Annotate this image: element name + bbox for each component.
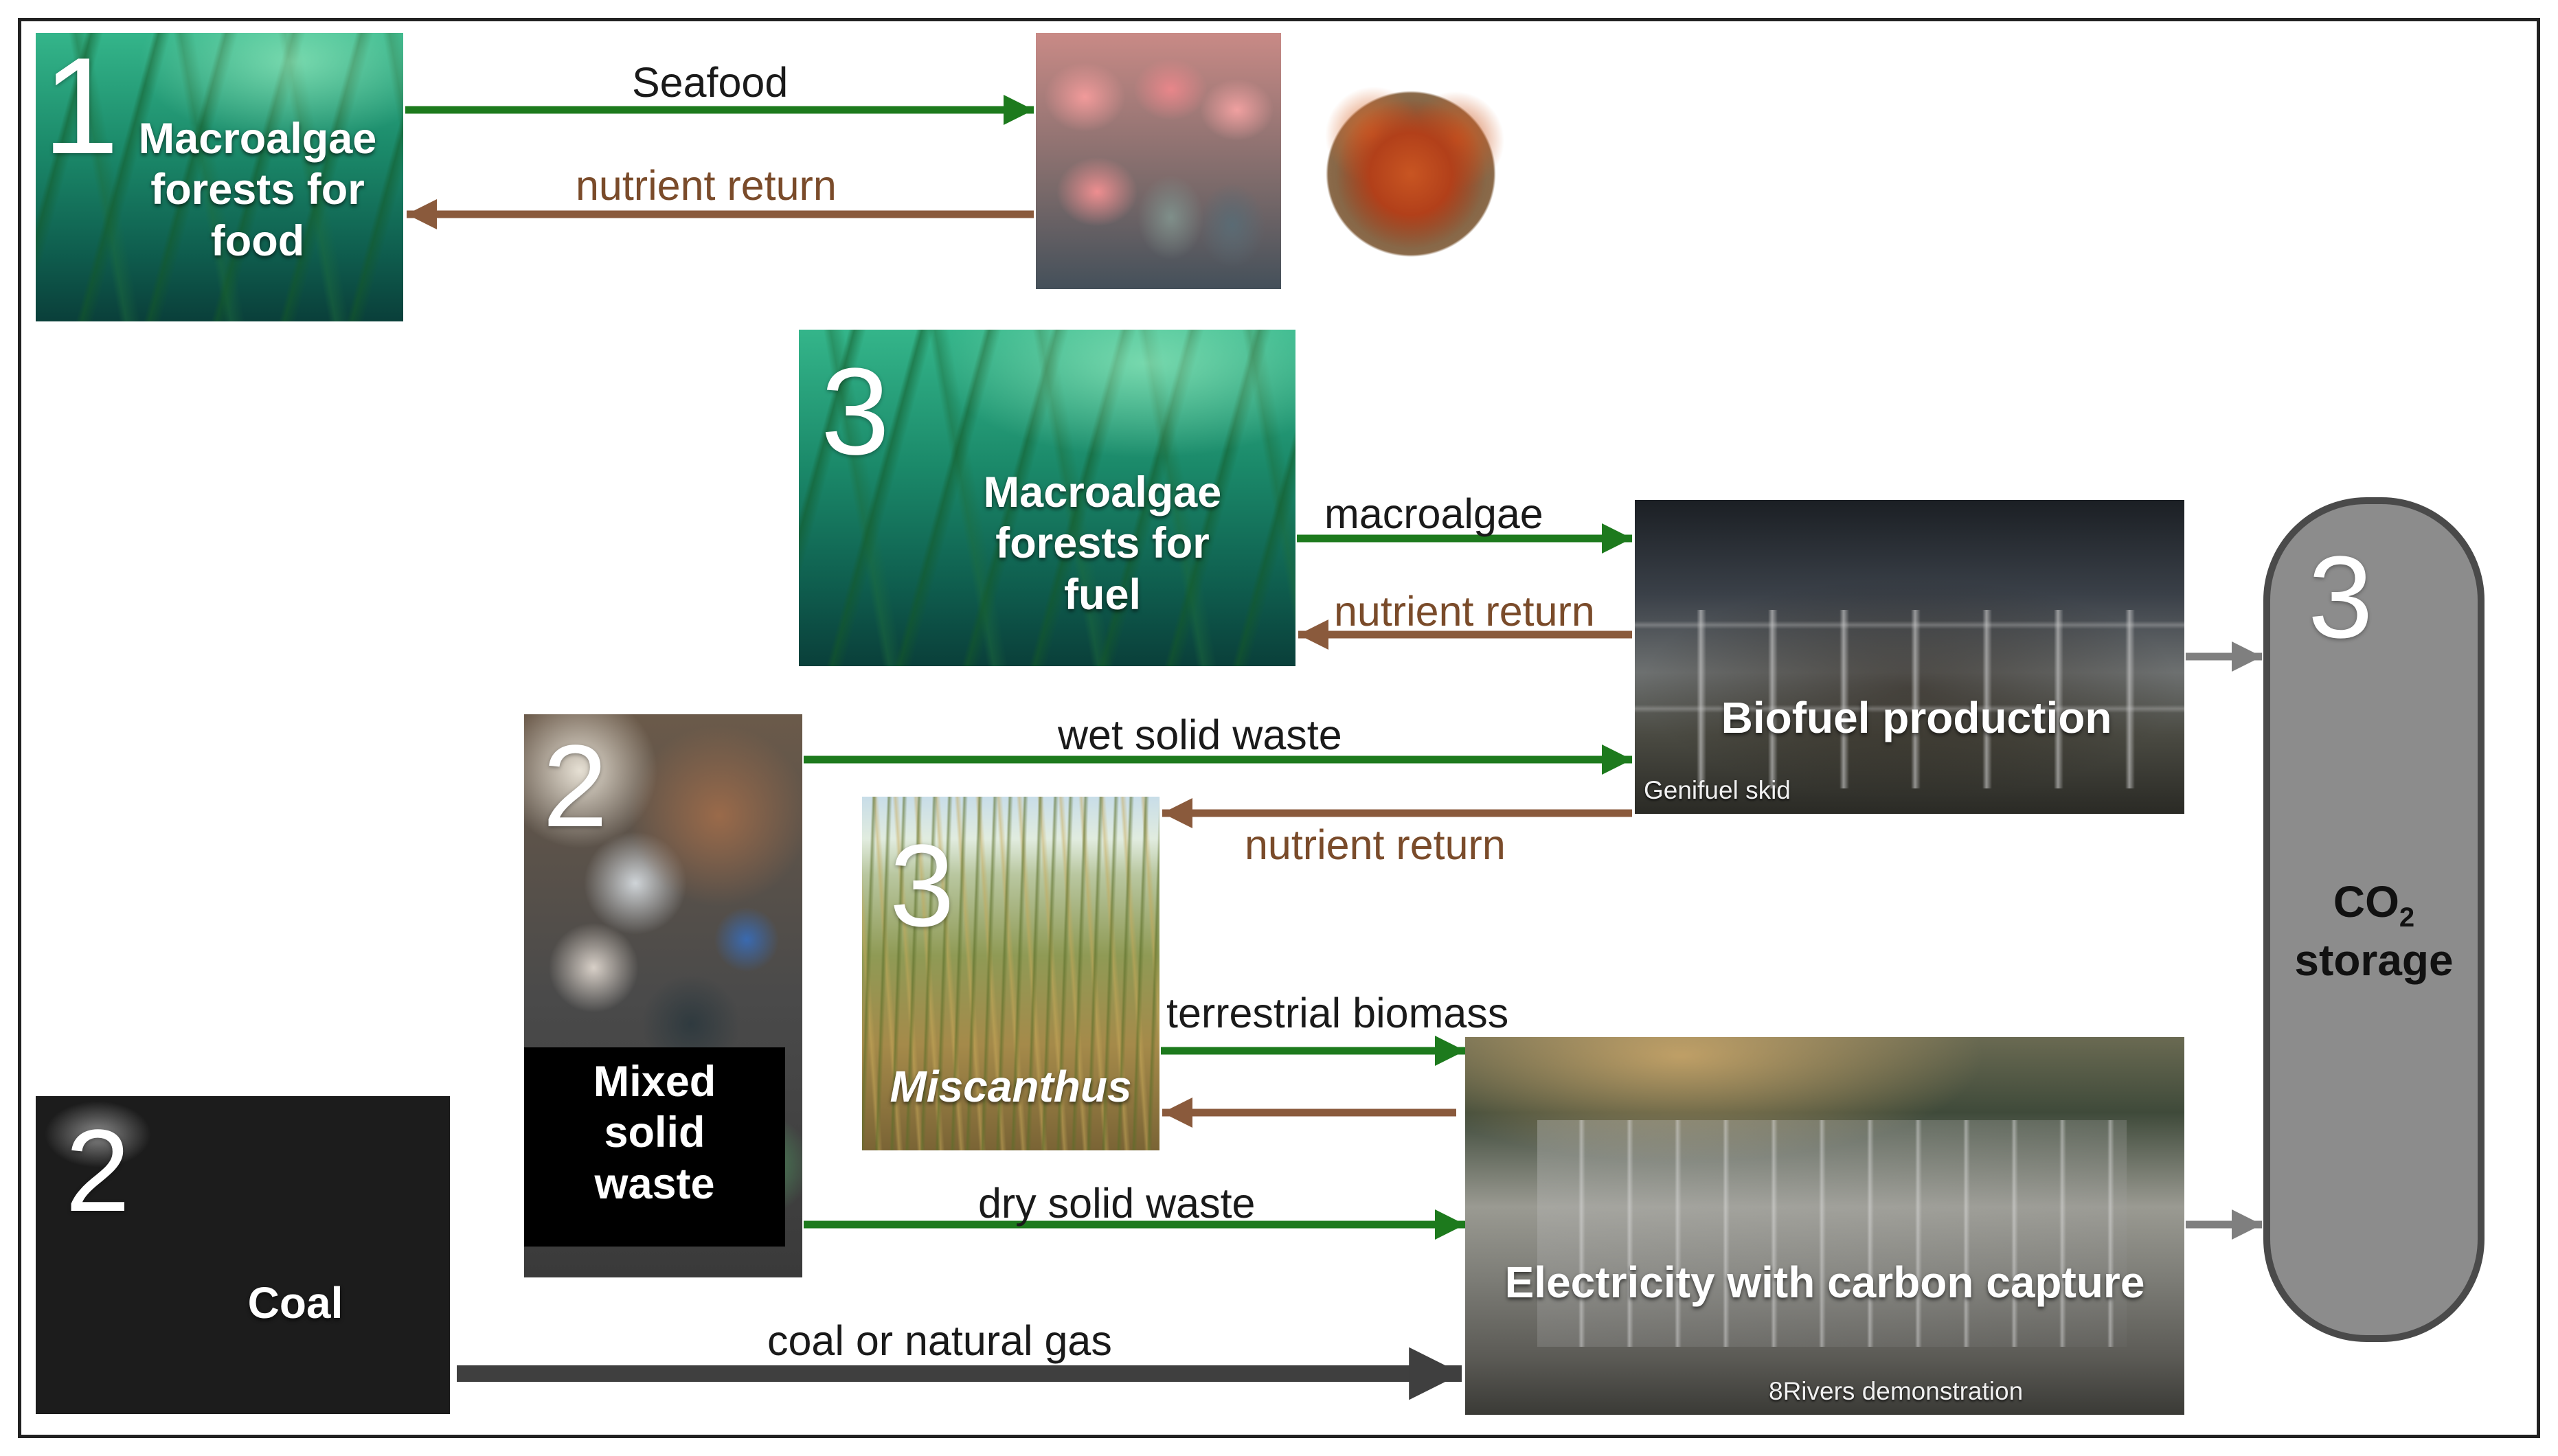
biofuel-photo-caption: Genifuel skid bbox=[1644, 776, 1791, 804]
coal-or-natural-gas-label: coal or natural gas bbox=[767, 1317, 1112, 1364]
electricity-node-label: Electricity with carbon capture bbox=[1504, 1258, 2145, 1307]
co2-label-line-1: CO2 bbox=[2263, 876, 2485, 934]
co2-label-subscript: 2 bbox=[2399, 902, 2415, 933]
miscanthus-photo bbox=[862, 797, 1159, 1150]
food-node-label: Macroalgae forests for food bbox=[117, 113, 398, 266]
electricity-photo-caption: 8Rivers demonstration bbox=[1769, 1377, 2024, 1405]
wet-solid-waste-label: wet solid waste bbox=[1058, 712, 1342, 758]
biofuel-plant-photo bbox=[1635, 500, 2184, 814]
biofuel-node-label: Biofuel production bbox=[1721, 693, 2112, 742]
waste-label-box bbox=[524, 1047, 785, 1247]
power-plant-photo bbox=[1465, 1037, 2184, 1415]
miscanthus-node-number: 3 bbox=[890, 821, 955, 951]
fuel-node-label-line-2: forests for bbox=[995, 519, 1210, 568]
nutrient-return-3-label: nutrient return bbox=[1245, 821, 1506, 868]
co2-label-line-2: storage bbox=[2294, 935, 2454, 985]
co2-label-prefix: CO bbox=[2333, 877, 2399, 926]
food-kelp-photo bbox=[36, 33, 403, 321]
food-node-label-line-1: Macroalgae bbox=[138, 115, 377, 163]
coal-node-label: Coal bbox=[247, 1278, 343, 1328]
fuel-node-label-line-1: Macroalgae bbox=[983, 468, 1222, 516]
power-plant-structure bbox=[1537, 1120, 2127, 1347]
food-node-label-line-3: food bbox=[210, 216, 305, 265]
dry-solid-waste-label: dry solid waste bbox=[978, 1180, 1256, 1227]
crab-dish-photo bbox=[1288, 33, 1534, 289]
nutrient-return-2-label: nutrient return bbox=[1334, 588, 1595, 635]
diagram-border bbox=[18, 18, 2540, 1438]
seafood-label: Seafood bbox=[632, 59, 789, 106]
coal-node-number: 2 bbox=[65, 1106, 131, 1236]
fuel-node-number: 3 bbox=[821, 343, 890, 481]
terrestrial-biomass-label: terrestrial biomass bbox=[1166, 990, 1509, 1036]
storage-node-number: 3 bbox=[2308, 532, 2373, 663]
biofuel-plant-structure bbox=[1635, 609, 2184, 789]
waste-node-number: 2 bbox=[543, 721, 608, 852]
food-node-label-line-2: forests for bbox=[150, 166, 365, 214]
fuel-node-label: Macroalgae forests for fuel bbox=[955, 467, 1250, 620]
fuel-kelp-photo bbox=[799, 330, 1295, 666]
coal-photo bbox=[36, 1096, 450, 1414]
waste-node-label: Mixed solid waste bbox=[524, 1056, 785, 1209]
co2-storage-shape bbox=[2263, 497, 2485, 1342]
waste-node-label-line-3: waste bbox=[594, 1159, 715, 1208]
food-node-number: 1 bbox=[43, 30, 120, 183]
co2-storage-label: CO2 storage bbox=[2263, 876, 2485, 987]
waste-node-label-line-1: Mixed bbox=[593, 1058, 716, 1106]
fish-photo bbox=[1036, 33, 1281, 289]
nutrient-return-1-label: nutrient return bbox=[576, 162, 837, 209]
fuel-node-label-line-3: fuel bbox=[1063, 570, 1141, 619]
miscanthus-node-label: Miscanthus bbox=[890, 1062, 1132, 1111]
waste-node-label-line-2: solid bbox=[604, 1108, 705, 1157]
macroalgae-label: macroalgae bbox=[1324, 490, 1543, 537]
